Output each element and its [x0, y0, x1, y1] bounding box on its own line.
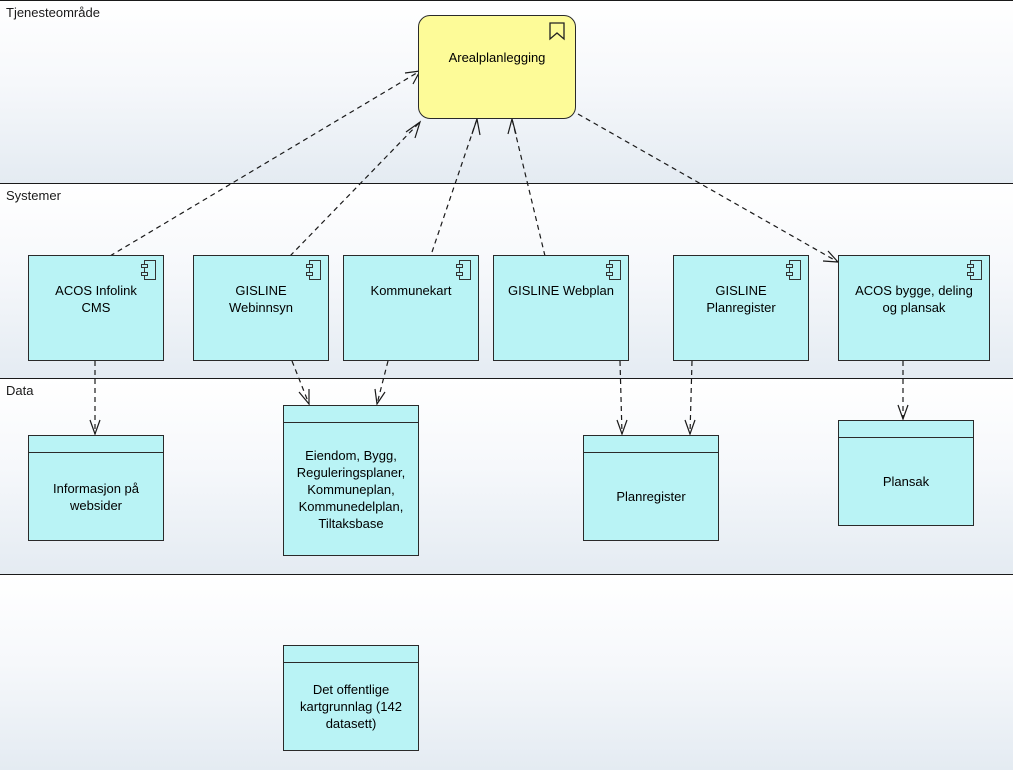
component-gisline-webinnsyn[interactable]: GISLINE Webinnsyn [193, 255, 329, 361]
component-gisline-webplan[interactable]: GISLINE Webplan [493, 255, 629, 361]
connector-service-to-acos-bygge [577, 113, 839, 263]
arrowhead [405, 120, 422, 139]
arrowhead [298, 389, 310, 406]
arrowhead [507, 116, 517, 135]
component-icon [141, 260, 156, 280]
arrowhead [374, 388, 386, 406]
component-acos-infolink[interactable]: ACOS Infolink CMS [28, 255, 164, 361]
connector-webplan-to-planregister [619, 360, 623, 435]
arrowhead [684, 419, 696, 436]
data-object-header [29, 436, 163, 453]
arrowhead [89, 419, 101, 436]
data-object-header [584, 436, 718, 453]
arrowhead [897, 404, 909, 421]
connector-webinnsyn-to-eiendom [291, 360, 310, 405]
lane-label: Data [6, 383, 34, 398]
data-object-planregister[interactable]: Planregister [583, 435, 719, 541]
component-icon [456, 260, 471, 280]
component-kommunekart[interactable]: Kommunekart [343, 255, 479, 361]
connector-webinnsyn-to-service [289, 121, 421, 257]
data-object-informasjon[interactable]: Informasjon på websider [28, 435, 164, 541]
data-object-label: Plansak [882, 474, 930, 489]
component-label: GISLINE Webinnsyn [228, 283, 294, 315]
component-label: Kommunekart [370, 283, 452, 298]
data-object-plansak[interactable]: Plansak [838, 420, 974, 526]
component-label: ACOS Infolink CMS [55, 283, 137, 315]
component-label: ACOS bygge, deling og plansak [855, 283, 973, 315]
lane-unnamed [0, 575, 1013, 770]
connector-kommunekart-to-service [431, 118, 478, 253]
component-icon [306, 260, 321, 280]
data-object-label: Det offentlige kartgrunnlag (142 dataset… [300, 682, 402, 731]
component-icon [967, 260, 982, 280]
connector-infolink-to-service [109, 70, 421, 257]
service-label: Arealplanlegging [448, 50, 546, 65]
lane-label: Systemer [6, 188, 61, 203]
arrowhead [822, 250, 840, 263]
lane-label: Tjenesteområde [6, 5, 100, 20]
arrowhead [616, 419, 628, 436]
arrowhead [471, 116, 481, 136]
data-object-label: Eiendom, Bygg, Reguleringsplaner, Kommun… [296, 447, 406, 531]
data-object-eiendom[interactable]: Eiendom, Bygg, Reguleringsplaner, Kommun… [283, 405, 419, 556]
component-gisline-planregister[interactable]: GISLINE Planregister [673, 255, 809, 361]
data-object-kartgrunnlag[interactable]: Det offentlige kartgrunnlag (142 dataset… [283, 645, 419, 751]
data-object-header [284, 646, 418, 663]
data-object-label: Informasjon på websider [53, 480, 139, 513]
component-icon [786, 260, 801, 280]
connector-planregister-sys-to-data [689, 360, 693, 435]
data-object-header [284, 406, 418, 423]
data-object-label: Planregister [616, 489, 686, 504]
service-arealplanlegging[interactable]: Arealplanlegging [418, 15, 576, 119]
data-object-header [839, 421, 973, 438]
component-acos-bygge-deling-plansak[interactable]: ACOS bygge, deling og plansak [838, 255, 990, 361]
component-label: GISLINE Webplan [508, 283, 614, 298]
business-service-icon [549, 22, 565, 41]
component-icon [606, 260, 621, 280]
connector-kommunekart-to-eiendom [376, 360, 389, 405]
component-label: GISLINE Planregister [706, 283, 776, 315]
connector-webplan-to-service [511, 118, 546, 257]
